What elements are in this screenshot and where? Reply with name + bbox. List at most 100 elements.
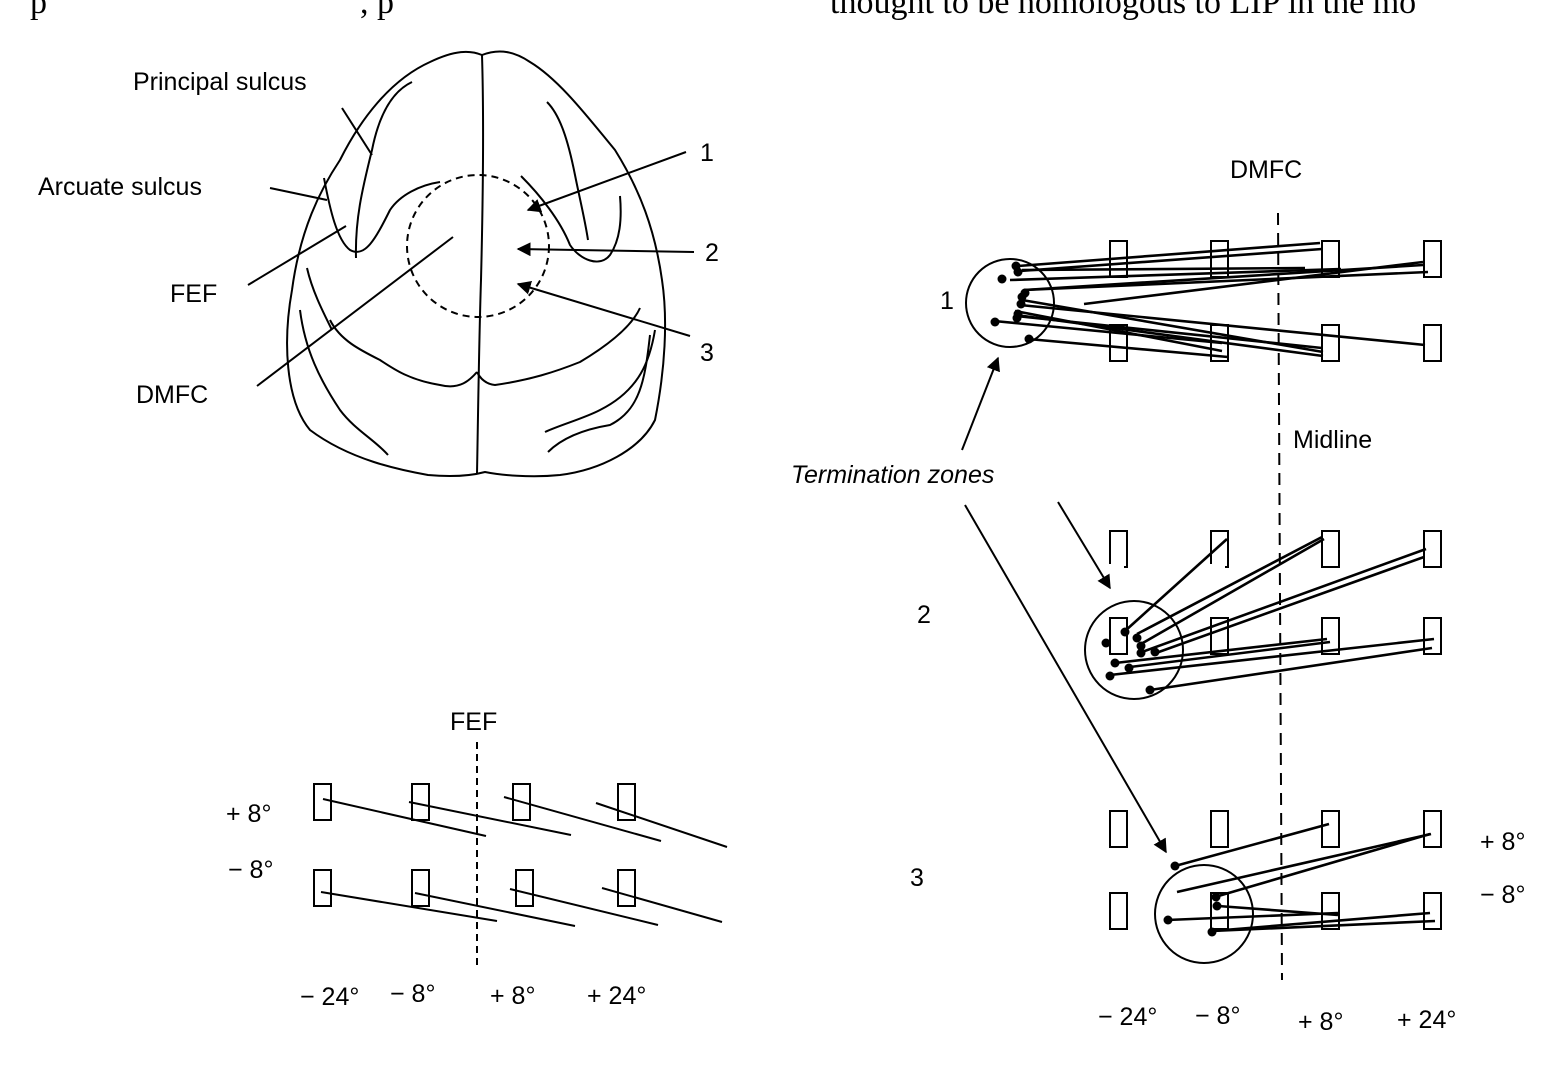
label-fef: FEF <box>170 280 218 308</box>
projection-vector <box>1124 538 1228 632</box>
fef-target-box <box>313 869 332 907</box>
termination-dot <box>1170 861 1180 871</box>
dmfc-target-box <box>1321 810 1340 848</box>
termination-dot <box>997 274 1007 284</box>
brain-leader-lines <box>247 107 695 387</box>
projection-vector <box>1015 313 1324 358</box>
dmfc-target-box <box>1109 810 1128 848</box>
projection-vector <box>1129 640 1331 669</box>
termination-dot <box>1145 685 1155 695</box>
fef-panel <box>313 742 728 966</box>
projection-vector <box>1017 241 1321 268</box>
projection-vector <box>1214 832 1431 899</box>
fef-target-box <box>515 869 534 907</box>
projection-vector <box>1023 270 1429 292</box>
fef-target-box <box>512 783 531 821</box>
dmfc-target-box <box>1210 530 1229 568</box>
termination-dot <box>1024 334 1034 344</box>
fef-saccade-vector <box>414 892 576 927</box>
dmfc-col-label-minus8: − 8° <box>1195 1002 1241 1030</box>
dmfc-col-label-plus24: + 24° <box>1397 1006 1457 1034</box>
fef-target-box <box>411 783 430 821</box>
dmfc-target-box <box>1210 892 1229 930</box>
termination-dot <box>1163 915 1173 925</box>
posterior-sulcus-left-1 <box>299 309 389 456</box>
principal-sulcus-right <box>546 101 589 241</box>
dmfc-target-box <box>1210 810 1229 848</box>
leader-arcuate-sulcus <box>269 187 328 201</box>
dmfc-target-box <box>1109 530 1128 568</box>
termination-dot <box>1207 927 1217 937</box>
projection-vector <box>1014 309 1223 353</box>
termination-dot <box>1136 648 1146 658</box>
projection-vector <box>1021 266 1306 272</box>
posterior-sulcus-right-2 <box>476 307 641 387</box>
termination-dot <box>1016 299 1026 309</box>
fef-saccade-vector <box>601 887 723 923</box>
arrow-site-2 <box>516 242 695 257</box>
termination-arrow-2 <box>1057 501 1111 590</box>
midline-label: Midline <box>1293 426 1373 454</box>
projection-vector <box>1114 637 1328 665</box>
dmfc-site-label-2: 2 <box>917 601 931 629</box>
termination-dot <box>1150 647 1160 657</box>
projection-vector <box>1155 555 1425 655</box>
brain-outline <box>286 50 667 478</box>
fef-saccade-vector <box>595 802 728 848</box>
projection-vector <box>1083 260 1424 306</box>
label-site-2: 2 <box>705 239 719 267</box>
fef-target-box <box>617 783 636 821</box>
dmfc-target-box <box>1423 324 1442 362</box>
dmfc-col-label-minus24: − 24° <box>1098 1003 1158 1031</box>
termination-zone-circle-2 <box>1084 600 1184 700</box>
termination-dot <box>1212 901 1222 911</box>
fef-col-label-plus8: + 8° <box>490 982 536 1010</box>
leader-fef <box>247 225 347 286</box>
dmfc-site-label-1: 1 <box>940 287 954 315</box>
projection-vector <box>993 319 1223 345</box>
dmfc-target-box <box>1423 617 1442 655</box>
cropped-text-left: p <box>30 0 47 21</box>
dmfc-target-box <box>1321 530 1340 568</box>
leader-principal-sulcus <box>341 107 373 156</box>
dmfc-site-label-3: 3 <box>910 864 924 892</box>
dmfc-target-box <box>1321 324 1340 362</box>
termination-dot <box>990 317 1000 327</box>
dmfc-row-label-minus8: − 8° <box>1480 881 1526 909</box>
fef-col-label-minus8: − 8° <box>390 980 436 1008</box>
dmfc-target-box <box>1210 617 1229 655</box>
label-arcuate-sulcus: Arcuate sulcus <box>38 173 202 201</box>
fef-saccade-vector <box>322 798 487 837</box>
termination-dot <box>1132 633 1142 643</box>
projection-vector <box>1211 911 1431 933</box>
projection-vector <box>1174 822 1330 868</box>
termination-zone-circle-3 <box>1154 864 1254 964</box>
label-site-1: 1 <box>700 139 714 167</box>
arrow-site-1 <box>526 151 687 213</box>
fef-target-box <box>617 869 636 907</box>
fef-target-box <box>313 783 332 821</box>
dmfc-region-dashed-circle <box>406 174 550 318</box>
cropped-text-middle: , p <box>360 0 394 21</box>
termination-dot <box>1013 267 1023 277</box>
projection-vector <box>1140 537 1325 646</box>
termination-dot <box>1110 658 1120 668</box>
fef-col-label-plus24: + 24° <box>587 982 647 1010</box>
termination-arrow-3 <box>964 504 1167 854</box>
projection-vector <box>1211 919 1436 933</box>
projection-vector <box>1019 247 1323 273</box>
brain-outer-contour <box>286 50 667 478</box>
cropped-text-right: thought to be homologous to LIP in the m… <box>830 0 1417 21</box>
projection-vector <box>1149 646 1433 692</box>
dmfc-target-box <box>1109 892 1128 930</box>
dmfc-target-box <box>1321 617 1340 655</box>
projection-vector <box>1109 637 1435 677</box>
principal-sulcus-left <box>354 81 413 259</box>
termination-zone-circle-1 <box>965 258 1055 348</box>
termination-arrow-1 <box>961 356 1000 451</box>
dmfc-panel <box>961 212 1442 981</box>
termination-dot <box>1120 627 1130 637</box>
fef-saccade-vector <box>509 888 659 926</box>
projection-vector <box>1166 911 1339 922</box>
